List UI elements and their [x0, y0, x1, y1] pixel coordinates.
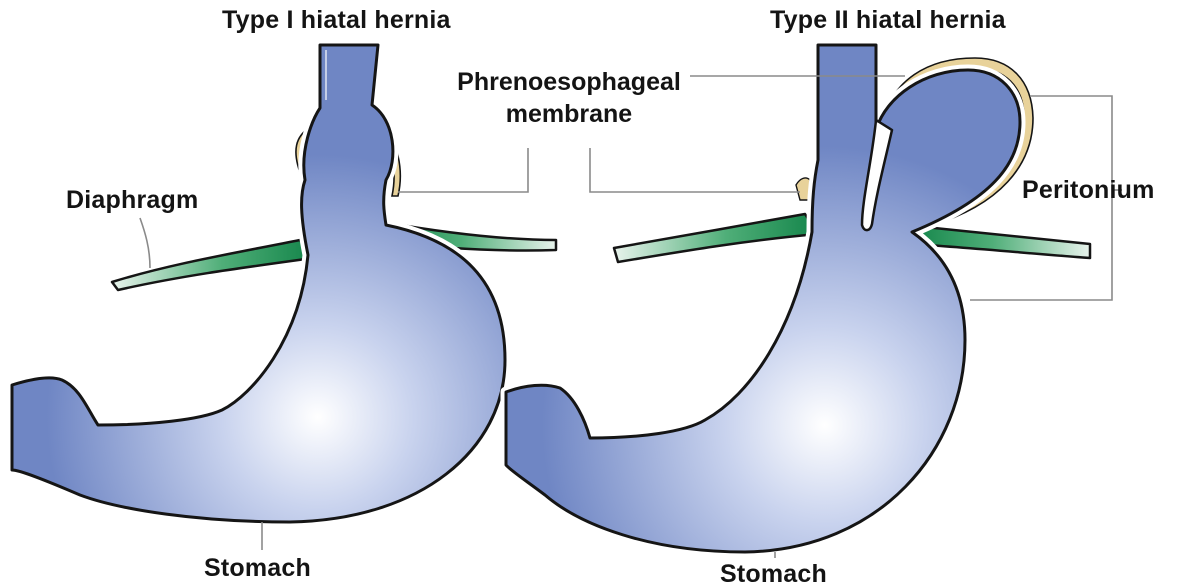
phrenoesophageal-membrane-label: Phrenoesophageal membrane: [424, 66, 714, 130]
membrane-leader-left: [398, 148, 528, 192]
stomach-label-left: Stomach: [204, 556, 311, 581]
diaphragm-left-segment-1: [112, 240, 313, 290]
stomach-label-right: Stomach: [720, 562, 827, 587]
peritonium-label: Peritonium: [1022, 178, 1155, 203]
type-1-title: Type I hiatal hernia: [222, 8, 451, 33]
diaphragm-left-segment-2: [614, 214, 818, 262]
phrenoesophageal-label-line-1: Phrenoesophageal: [424, 66, 714, 98]
type-2-title: Type II hiatal hernia: [770, 8, 1006, 33]
diaphragm-leader-line: [140, 218, 150, 268]
diaphragm-label: Diaphragm: [66, 188, 198, 213]
membrane-leader-right: [590, 148, 800, 192]
phrenoesophageal-label-line-2: membrane: [424, 98, 714, 130]
